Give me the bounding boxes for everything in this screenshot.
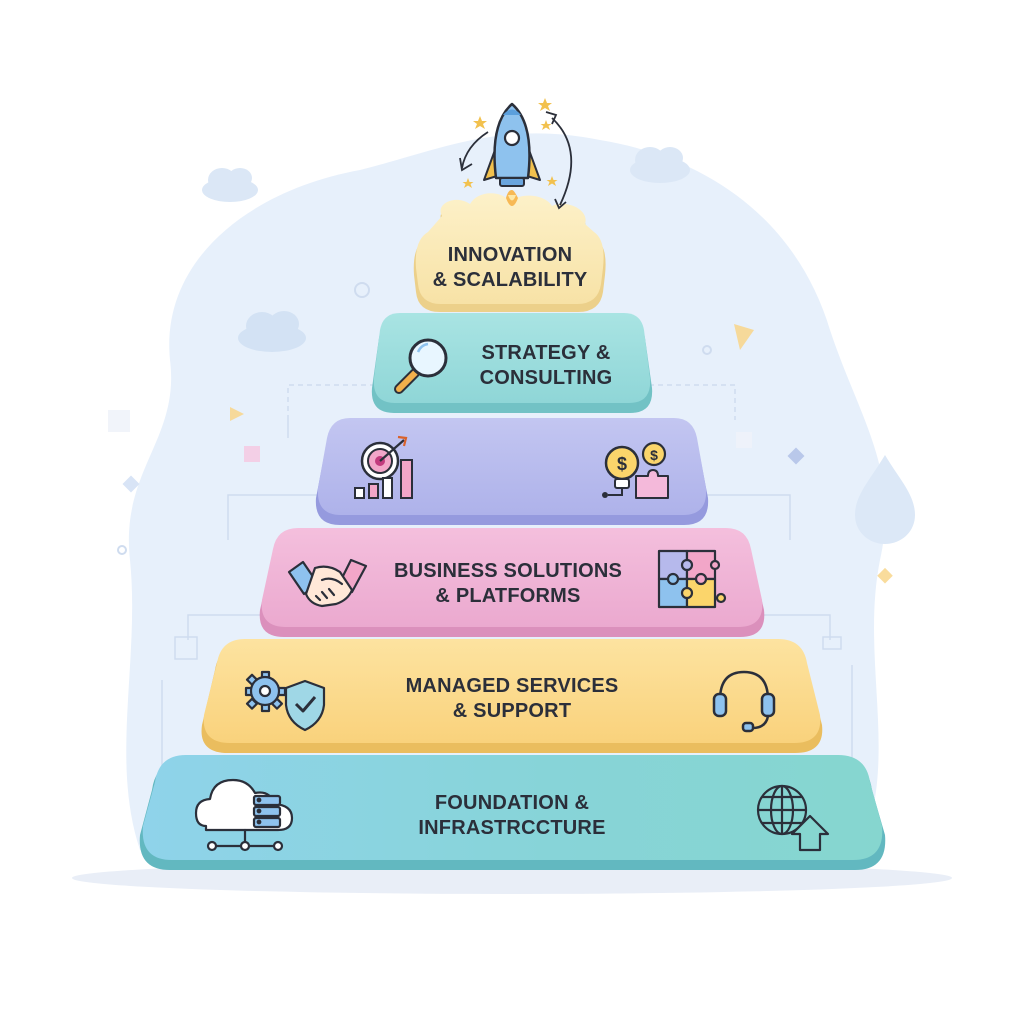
cloud-icon <box>630 147 690 183</box>
tier-line: MANAGED SERVICES <box>405 675 619 697</box>
tier-growth <box>315 418 709 525</box>
tier-label-strategy: STRATEGY & CONSULTING <box>456 341 636 391</box>
tier-label-business: BUSINESS SOLUTIONS & PLATFORMS <box>368 559 648 609</box>
tier-line: STRATEGY & <box>481 342 611 364</box>
decorative-sparkles <box>108 282 893 660</box>
idea-money-puzzle-icon: $ $ <box>602 441 669 499</box>
magnifier-icon <box>394 338 448 394</box>
star-icon <box>462 98 558 188</box>
gear-shield-icon <box>244 670 326 732</box>
tier-line: & SCALABILITY <box>432 269 588 291</box>
headset-icon <box>712 670 776 733</box>
target-growth-chart-icon <box>354 435 413 499</box>
tier-line: INNOVATION <box>447 244 573 266</box>
tier-line: FOUNDATION & <box>434 792 590 814</box>
tier-label-foundation: FOUNDATION & INFRASTRCCTURE <box>382 791 642 841</box>
tier-line: INFRASTRCCTURE <box>418 817 606 839</box>
tier-label-innovation: INNOVATION & SCALABILITY <box>418 243 602 293</box>
tier-line: BUSINESS SOLUTIONS <box>393 560 623 582</box>
tier-label-managed: MANAGED SERVICES & SUPPORT <box>372 674 652 724</box>
tier-innovation <box>413 193 606 312</box>
tier-foundation <box>139 755 886 870</box>
cloud-icon <box>202 168 258 202</box>
cloud-server-icon <box>194 778 294 852</box>
rocket-icon <box>483 102 541 206</box>
orbit-arrows-icon <box>459 111 573 210</box>
tier-managed-services <box>201 639 823 753</box>
tier-business-solutions <box>259 528 765 637</box>
tier-line: & SUPPORT <box>452 700 572 722</box>
connector-lines <box>161 384 853 770</box>
cloud-icon <box>238 311 306 352</box>
puzzle-icon <box>657 549 727 609</box>
svg-text:$: $ <box>650 447 658 463</box>
water-drop-icon <box>855 455 915 544</box>
tier-strategy <box>371 313 653 413</box>
svg-text:$: $ <box>617 454 627 474</box>
tier-line: & PLATFORMS <box>435 585 581 607</box>
handshake-icon <box>287 558 368 608</box>
globe-upload-icon <box>756 784 830 852</box>
tier-line: CONSULTING <box>479 367 613 389</box>
